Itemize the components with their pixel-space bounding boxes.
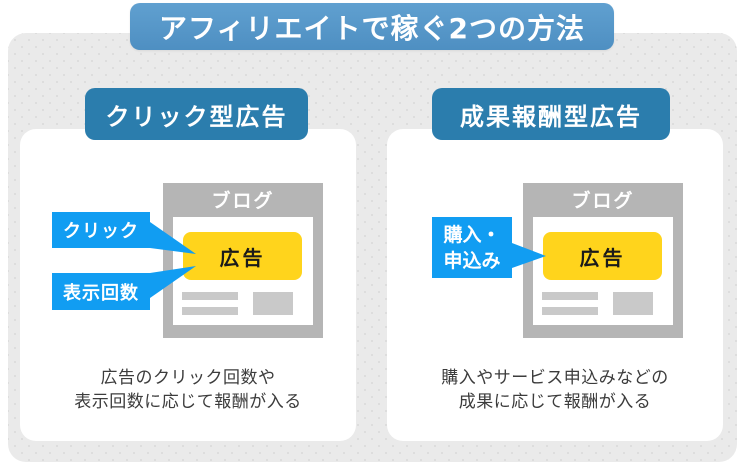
blog-page-area: 広告	[173, 217, 313, 325]
description-line: 成果に応じて報酬が入る	[458, 392, 652, 412]
blog-page-area: 広告	[533, 217, 673, 325]
text-placeholder-bar	[182, 292, 238, 300]
description-line: 広告のクリック回数や	[100, 368, 276, 388]
image-placeholder-block	[253, 292, 293, 315]
purchase-callout-line1: 購入・	[443, 223, 501, 246]
impressions-callout: 表示回数	[52, 273, 150, 310]
blog-mockup-left: ブログ 広告	[163, 183, 323, 338]
description-line: 購入やサービス申込みなどの	[441, 368, 669, 388]
text-placeholder-bar	[542, 307, 598, 315]
page-title: アフィリエイトで稼ぐ2つの方法	[130, 3, 614, 50]
click-callout: クリック	[52, 212, 150, 248]
performance-ads-header: 成果報酬型広告	[432, 88, 670, 140]
purchase-callout-line2: 申込み	[443, 249, 501, 272]
performance-ads-description: 購入やサービス申込みなどの 成果に応じて報酬が入る	[387, 366, 723, 414]
text-placeholder-bar	[542, 292, 598, 300]
description-line: 表示回数に応じて報酬が入る	[74, 392, 302, 412]
blog-title-label: ブログ	[571, 190, 635, 212]
purchase-callout: 購入・ 申込み	[432, 217, 512, 278]
text-placeholder-bar	[182, 307, 238, 315]
click-ads-header: クリック型広告	[85, 88, 308, 140]
blog-title-label: ブログ	[211, 190, 275, 212]
blog-mockup-right: ブログ 広告	[523, 183, 683, 338]
ad-banner: 広告	[543, 232, 662, 280]
ad-banner: 広告	[183, 232, 302, 280]
image-placeholder-block	[613, 292, 653, 315]
click-ads-description: 広告のクリック回数や 表示回数に応じて報酬が入る	[20, 366, 356, 414]
